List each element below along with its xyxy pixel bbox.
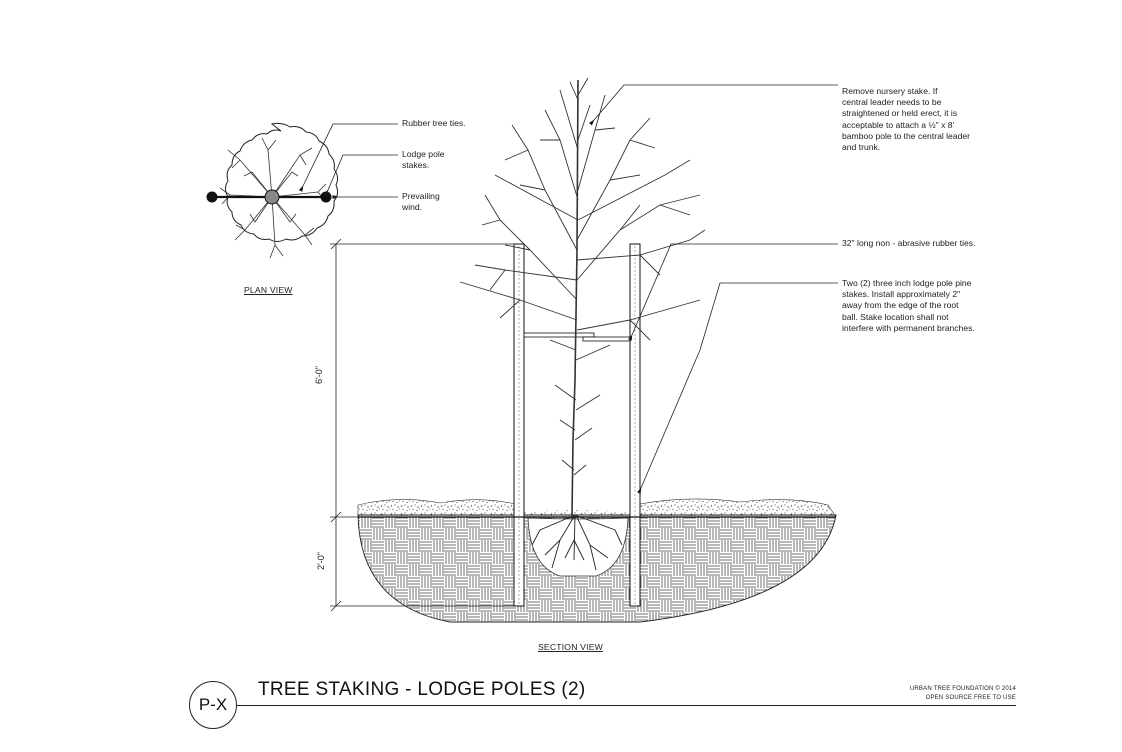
stake-left (513, 243, 525, 607)
stake-right (629, 243, 641, 607)
callout-plan-lodge-stakes: Lodge pole stakes. (402, 149, 445, 171)
leader-nursery-stake (588, 84, 838, 126)
mulch-inner (524, 510, 632, 518)
note-lodge-stakes: Two (2) three inch lodge pole pine stake… (842, 278, 975, 333)
tree (459, 77, 706, 516)
detail-badge: P-X (189, 681, 237, 729)
leader-rubber-ties (627, 243, 838, 341)
plan-trunk (264, 189, 280, 205)
leader-lodge-stakes (636, 282, 838, 494)
roots (531, 514, 623, 571)
callout-plan-rubber-ties: Rubber tree ties. (402, 118, 466, 128)
plan-canopy-outline (225, 122, 339, 242)
callout-plan-prevailing-wind: Prevailing wind. (402, 191, 440, 213)
section-view (330, 77, 838, 623)
credit-line-2: OPEN SOURCE FREE TO USE (925, 695, 1016, 701)
section-view-label: SECTION VIEW (538, 642, 603, 652)
detail-title: TREE STAKING - LODGE POLES (2) (258, 679, 586, 700)
note-rubber-ties: 32" long non - abrasive rubber ties. (842, 238, 976, 248)
note-nursery-stake: Remove nursery stake. If central leader … (842, 86, 971, 153)
mulch-layer-right (639, 498, 837, 518)
tie-left (523, 332, 595, 338)
title-rule (236, 705, 1016, 706)
tie-right (582, 336, 631, 342)
plan-stake-left (206, 191, 218, 203)
plan-view (206, 122, 398, 259)
plan-stake-right (320, 191, 332, 203)
dimension-lines (330, 238, 514, 612)
credit-line-1: URBAN TREE FOUNDATION © 2014 (909, 686, 1016, 692)
mulch-layer (357, 499, 516, 518)
dimension-below-grade: 2'-0" (315, 552, 326, 570)
leader-plan-ties (298, 123, 398, 192)
leader-plan-stakes (323, 154, 398, 196)
plan-view-label: PLAN VIEW (244, 285, 293, 295)
dimension-above-grade: 6'-0" (313, 366, 324, 384)
